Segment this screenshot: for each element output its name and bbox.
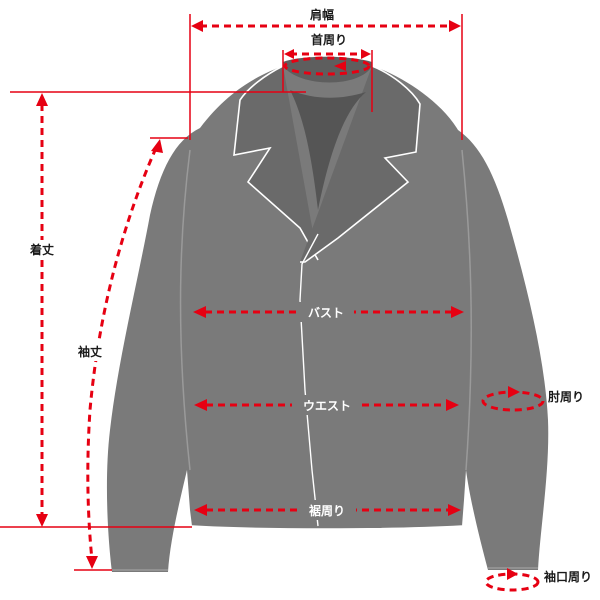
hem-label: 裾周り <box>309 503 345 518</box>
neck-shadow <box>290 90 366 210</box>
bust-label: バスト <box>308 306 344 320</box>
measurements: 肩幅 首周り 着丈 <box>0 6 592 592</box>
length-label: 着丈 <box>29 242 54 257</box>
hem-line <box>191 525 463 530</box>
waist-label: ウエスト <box>303 399 351 413</box>
right-sleeve-seam <box>461 149 472 471</box>
neck-label: 首周り <box>311 32 347 47</box>
shoulder-width-label: 肩幅 <box>310 7 334 22</box>
shoulder-width-measure: 肩幅 <box>189 6 463 140</box>
left-lapel <box>233 65 319 261</box>
length-measure: 着丈 <box>0 91 306 528</box>
neck-measure: 首周り <box>282 31 373 112</box>
waist-measure: ウエスト <box>194 395 459 415</box>
cuff-label: 袖口周り <box>544 569 592 584</box>
elbow-label: 肘周り <box>548 389 584 404</box>
hem-measure: 裾周り <box>194 500 461 520</box>
sleeve-length-label: 袖丈 <box>78 344 102 359</box>
left-sleeve-seam <box>179 149 191 471</box>
right-lapel <box>300 65 421 263</box>
bust-measure: バスト <box>193 302 464 322</box>
cuff-measure: 袖口周り <box>484 568 592 592</box>
front-opening-line <box>299 233 319 527</box>
elbow-measure: 肘周り <box>481 386 584 412</box>
sleeve-length-measure: 袖丈 <box>74 137 188 571</box>
